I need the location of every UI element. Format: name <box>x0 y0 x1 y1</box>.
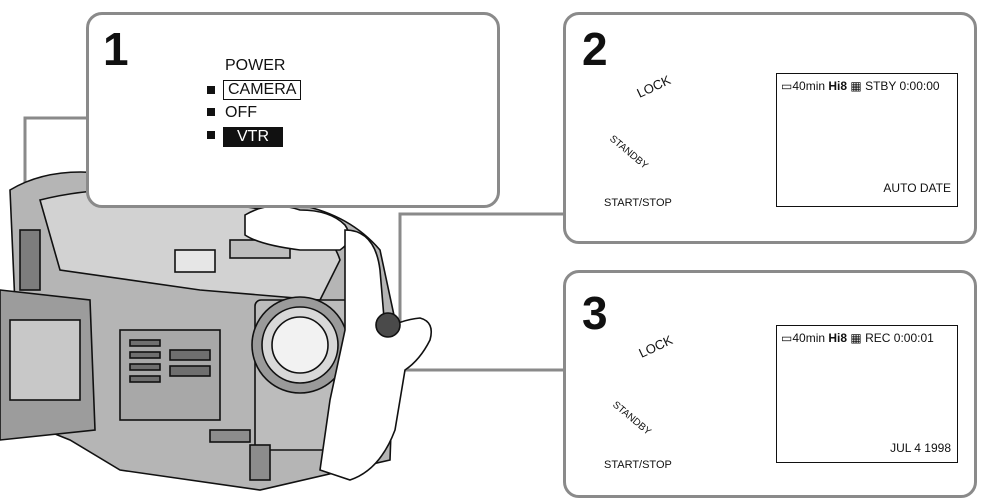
power-label: POWER <box>225 57 286 74</box>
step-1-panel <box>86 12 500 208</box>
display-status-row: ▭40min Hi8 ▦ STBY 0:00:00 <box>781 80 940 92</box>
tape-icon: ▦ <box>850 331 862 345</box>
display-status-row-3: ▭40min Hi8 ▦ REC 0:00:01 <box>781 332 934 344</box>
battery-icon: ▭ <box>781 79 793 93</box>
step-3-number: 3 <box>582 287 608 339</box>
format-indicator: Hi8 <box>828 79 848 93</box>
start-stop-label-3: START/STOP <box>604 459 672 471</box>
battery-icon: ▭ <box>781 331 793 345</box>
viewfinder-display-standby: ▭40min Hi8 ▦ STBY 0:00:00 AUTO DATE <box>776 73 958 207</box>
recording-status: REC 0:00:01 <box>865 331 934 345</box>
camera-position-marker <box>207 86 215 94</box>
date-label: JUL 4 1998 <box>890 441 951 455</box>
vtr-position-label: VTR <box>223 127 283 147</box>
tape-remaining: 40min <box>792 79 826 93</box>
off-position-marker <box>207 108 215 116</box>
camera-position-label: CAMERA <box>223 80 302 100</box>
off-position-label: OFF <box>225 104 257 121</box>
start-stop-label: START/STOP <box>604 197 672 209</box>
viewfinder-display-recording: ▭40min Hi8 ▦ REC 0:00:01 JUL 4 1998 <box>776 325 958 463</box>
step-2-number: 2 <box>582 23 608 75</box>
step-1-number: 1 <box>103 23 129 75</box>
vtr-position-marker <box>207 131 215 139</box>
auto-date-label: AUTO DATE <box>883 181 951 195</box>
standby-status: STBY 0:00:00 <box>865 79 940 93</box>
tape-remaining: 40min <box>792 331 826 345</box>
format-indicator: Hi8 <box>828 331 848 345</box>
tape-icon: ▦ <box>850 79 862 93</box>
